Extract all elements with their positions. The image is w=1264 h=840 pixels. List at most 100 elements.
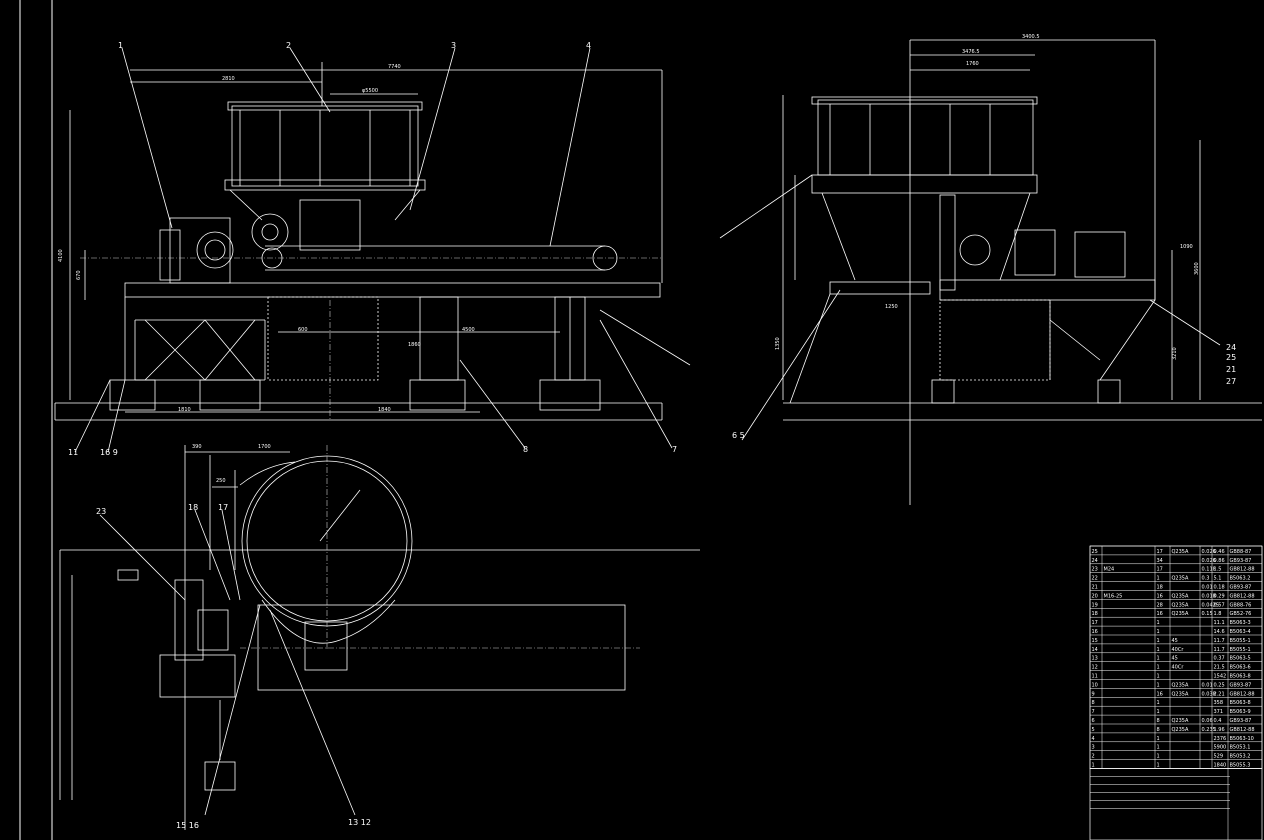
balloon-2: 2 [286, 41, 291, 50]
bom-cell: GB93-87 [1230, 585, 1252, 591]
bom-cell: 24 [1092, 558, 1098, 564]
bom-cell: 0.038 [1202, 691, 1216, 697]
drawing-border [19, 0, 53, 840]
bom-cell: 358 [1214, 700, 1224, 706]
center-mark-plan [240, 445, 640, 650]
bom-cell: 17 [1157, 567, 1163, 573]
dim-4500: 4500 [462, 327, 475, 333]
bom-cell: B5063-4 [1230, 629, 1251, 635]
bom-cell: 0.4 [1214, 718, 1222, 724]
part-balloons: 1 2 3 4 7 8 11 16 9 23 18 17 15 16 13 12… [68, 41, 1236, 830]
bom-cell: Q235A [1172, 718, 1189, 724]
dim-390: 390 [192, 444, 202, 450]
dim-1250: 1250 [885, 304, 898, 310]
bom-cell: 2.21 [1214, 691, 1225, 697]
plan-view [59, 445, 700, 830]
dim-600: 600 [298, 327, 308, 333]
bom-cell: 14 [1092, 647, 1098, 653]
dim-3400: 3400.5 [1022, 34, 1040, 40]
bom-cell: 1 [1157, 576, 1160, 582]
bom-cell: 0.026 [1202, 549, 1216, 555]
bom-cell: GB93-87 [1230, 558, 1252, 564]
bom-cell: 1 [1157, 736, 1160, 742]
bom-cell: B5063-10 [1230, 736, 1254, 742]
bom-cell: Q235A [1172, 549, 1189, 555]
bom-cell: 0.235 [1202, 727, 1216, 733]
bom-cell: 0.06 [1202, 718, 1213, 724]
dim-670: 670 [76, 270, 82, 280]
balloon-18: 18 [188, 503, 198, 512]
bom-cell: 8 [1157, 718, 1160, 724]
bom-cell: 17 [1092, 620, 1098, 626]
dim-1760: 1760 [966, 61, 979, 67]
bom-cell: 2376 [1214, 736, 1227, 742]
dim-1350: 1350 [775, 337, 781, 350]
balloon-21: 21 [1226, 365, 1236, 374]
side-elevation-view [719, 39, 1262, 505]
bom-cell: 5 [1092, 727, 1095, 733]
front-elevation-view [54, 47, 691, 453]
bom-cell: 1 [1157, 763, 1160, 769]
bom-cell: 0.25 [1214, 682, 1225, 688]
bom-cell: 1 [1157, 682, 1160, 688]
bom-cell: 16 [1157, 593, 1163, 599]
bom-cell: 9 [1092, 691, 1095, 697]
bom-cell: 8 [1092, 700, 1095, 706]
balloon-6-5: 6 5 [732, 431, 745, 440]
bom-cell: GB52-76 [1230, 611, 1252, 617]
bom-cell: 7 [1092, 709, 1095, 715]
bom-cell: 23 [1092, 567, 1098, 573]
bom-cell: B5063-8 [1230, 700, 1251, 706]
dim-3210: 3210 [1172, 347, 1178, 360]
bom-cell: 17 [1157, 549, 1163, 555]
dim-1700: 1700 [258, 444, 271, 450]
balloon-4: 4 [586, 41, 591, 50]
bom-cell: 529 [1214, 754, 1224, 760]
bom-cell: B5063.2 [1230, 576, 1251, 582]
dimension-labels: 7740 2810 φ5500 4100 670 600 4500 1860 1… [58, 34, 1200, 484]
bom-cell: 10 [1092, 682, 1098, 688]
bom-cell: 0.026 [1202, 558, 1216, 564]
bom-cell: 5.1 [1214, 576, 1222, 582]
bom-cell: 8 [1157, 727, 1160, 733]
bom-cell: 1.96 [1214, 727, 1225, 733]
bom-cell: 25 [1092, 549, 1098, 555]
bom-cell: 1 [1157, 665, 1160, 671]
bom-cell: 13 [1092, 656, 1098, 662]
bom-cell: GB812-88 [1230, 593, 1255, 599]
dim-1810: 1810 [178, 407, 191, 413]
bom-cell: 19 [1092, 602, 1098, 608]
center-mark-front [80, 257, 662, 420]
bom-cell: Q235A [1172, 593, 1189, 599]
bom-cell: 1 [1157, 754, 1160, 760]
dim-3600: 3600 [1194, 262, 1200, 275]
bom-cell: 18 [1092, 611, 1098, 617]
bom-cell: 40Cr [1172, 665, 1185, 671]
bom-cell: 1 [1157, 674, 1160, 680]
dim-2810: 2810 [222, 76, 235, 82]
bom-cell: 22 [1092, 576, 1098, 582]
balloon-24: 24 [1226, 343, 1236, 352]
balloon-3: 3 [451, 41, 456, 50]
bom-cell: 371 [1214, 709, 1224, 715]
bom-cell: M16-25 [1104, 593, 1123, 599]
bom-cell: 6 [1092, 718, 1095, 724]
bom-cell: B5055.3 [1230, 763, 1251, 769]
bom-cell: 11.7 [1214, 638, 1225, 644]
bom-cell: 2 [1092, 754, 1095, 760]
bom-cell: 0.118 [1202, 567, 1216, 573]
bom-cell: 3 [1092, 745, 1095, 751]
bom-cell: 1542 [1214, 674, 1227, 680]
balloon-17: 17 [218, 503, 228, 512]
bom-cell: 4 [1092, 736, 1095, 742]
dim-7740: 7740 [388, 64, 401, 70]
bom-cell: 1 [1157, 656, 1160, 662]
bom-cell: Q235A [1172, 576, 1189, 582]
dim-1860: 1860 [408, 342, 421, 348]
bom-cell: GB93-87 [1230, 682, 1252, 688]
bom-cell: 11.1 [1214, 620, 1225, 626]
balloon-25: 25 [1226, 353, 1236, 362]
bom-cell: 1 [1092, 763, 1095, 769]
